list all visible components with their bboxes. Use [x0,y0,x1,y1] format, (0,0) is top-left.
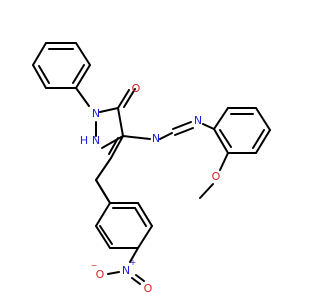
methoxy-oxygen-label: O [212,170,221,183]
carbonyl-oxygen-label: O [132,82,141,95]
nitrophenyl-ring [95,157,153,263]
azo-nitrogen-1-label: N [152,132,160,145]
top-phenyl-ring [32,42,91,89]
ring-nh-hydrogen-label: H [80,134,88,147]
nitro-group-bonds [107,271,145,285]
bond-phenyl-to-n1 [75,87,90,107]
nitro-oxygen-charge: − [91,261,98,270]
ring-nitrogen-1-label: N [92,107,100,120]
azo-nitrogen-2-label: N [194,114,202,127]
nitro-nitrogen-charge: + [130,258,137,267]
bonds [32,42,271,285]
azo-linkage [159,121,215,140]
nitro-nitrogen-label: N [122,264,130,277]
ring-nitrogen-2-label: N [92,134,100,147]
molecule-structure-diagram: O N N H N N O N + O − O [32,42,271,295]
nitro-oxygen-right-label: O [144,282,153,295]
methoxyphenyl-ring [199,107,271,199]
pyrazolone-ring [95,88,151,159]
atom-labels: O N N H N N O N + O − O [80,82,221,295]
nitro-oxygen-left-label: O [96,268,105,281]
